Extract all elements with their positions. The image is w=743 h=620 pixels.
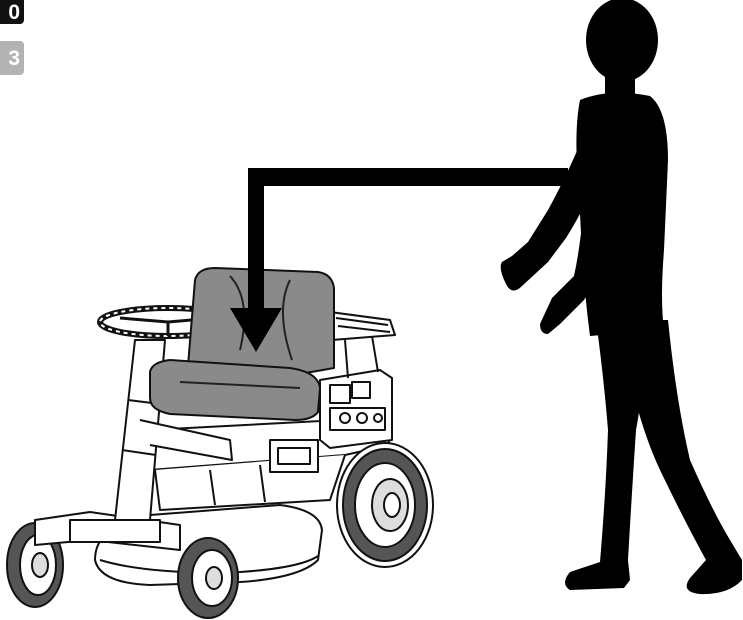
seat [150, 268, 334, 420]
person-head [586, 0, 658, 82]
walking-person-silhouette [501, 0, 742, 594]
riding-mower-icon [7, 268, 433, 618]
front-right-wheel [178, 538, 238, 618]
seat-cushion [150, 360, 320, 420]
person-leg-front [620, 320, 742, 594]
rear-wheel [337, 443, 433, 567]
